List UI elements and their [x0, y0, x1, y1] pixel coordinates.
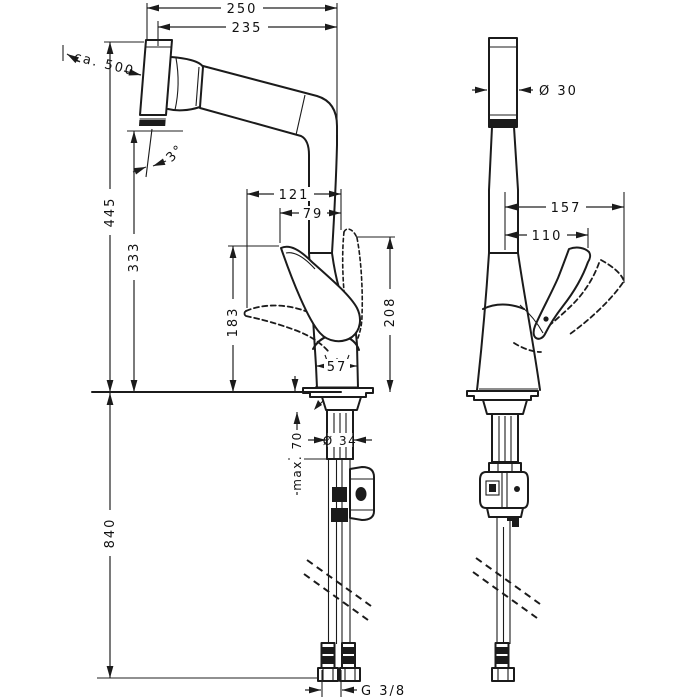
dim-max70-label: max. 70: [290, 431, 304, 491]
hose-fittings: [317, 642, 361, 682]
side-view: [466, 37, 626, 682]
dimension-max70: max. 70: [288, 412, 327, 495]
dimension-250: 250: [146, 1, 338, 135]
side-faucet-body: [476, 252, 541, 391]
dimension-thread: G 3/8: [305, 670, 406, 699]
dim-79-label: 79: [303, 207, 324, 222]
dim-pullout-label: ca. 500: [72, 50, 136, 80]
side-supply-hoses: [472, 517, 541, 682]
dim-250-label: 250: [227, 2, 258, 17]
mounting-shank: [321, 396, 362, 460]
spout-joint: [167, 56, 204, 112]
side-base-plate: [466, 390, 539, 401]
dimension-157: 157: [504, 192, 625, 283]
dimension-208: 208: [356, 236, 398, 392]
dim-110-label: 110: [532, 229, 563, 244]
dimension-110: 110: [505, 228, 589, 248]
handle-lever: [280, 245, 361, 343]
side-spray-head: [488, 37, 518, 128]
spout-arm: [199, 65, 338, 254]
dim-840-label: 840: [103, 518, 118, 549]
dim-445-label: 445: [103, 197, 118, 228]
supply-hoses: [303, 459, 375, 682]
dim-235-label: 235: [232, 21, 263, 36]
dimension-dia34: Ø 34: [308, 433, 372, 448]
side-handle-lever: [519, 246, 592, 340]
dimension-pullout: ca. 500: [62, 45, 142, 80]
dimension-121: 121: [246, 187, 342, 308]
dimension-840: 840: [97, 393, 318, 679]
dim-dia34-label: Ø 34: [323, 434, 358, 448]
dim-57-label: 57: [327, 360, 348, 375]
break-line: [303, 573, 369, 621]
dim-157-label: 157: [551, 201, 582, 216]
dimension-235: 235: [157, 20, 337, 46]
side-handle-alt-position: [513, 259, 626, 353]
side-spout-column: [488, 126, 519, 254]
break-line: [475, 557, 541, 605]
dimension-angle: 3°: [132, 128, 188, 178]
dim-208-label: 208: [383, 297, 398, 328]
break-line: [306, 559, 372, 607]
dimension-183: 183: [226, 245, 279, 392]
spray-head: [139, 39, 173, 126]
dimensions: 250 235 ca. 500 445 333: [62, 1, 625, 699]
dim-angle-label: 3°: [164, 142, 188, 166]
dim-333-label: 333: [127, 242, 142, 273]
side-mounting-shank: [482, 399, 528, 463]
side-connector-block: [479, 462, 529, 527]
dim-dia30-label: Ø 30: [539, 84, 578, 99]
dimension-79: 79: [279, 206, 341, 243]
dim-121-label: 121: [279, 188, 310, 203]
dimension-dia30: Ø 30: [472, 84, 578, 99]
break-line: [472, 571, 538, 619]
dimension-333: 333: [127, 130, 183, 392]
dim-183-label: 183: [226, 307, 241, 338]
dimension-445: 445: [103, 41, 144, 392]
dim-thread-label: G 3/8: [361, 684, 406, 699]
dimension-57: 57: [316, 359, 357, 375]
